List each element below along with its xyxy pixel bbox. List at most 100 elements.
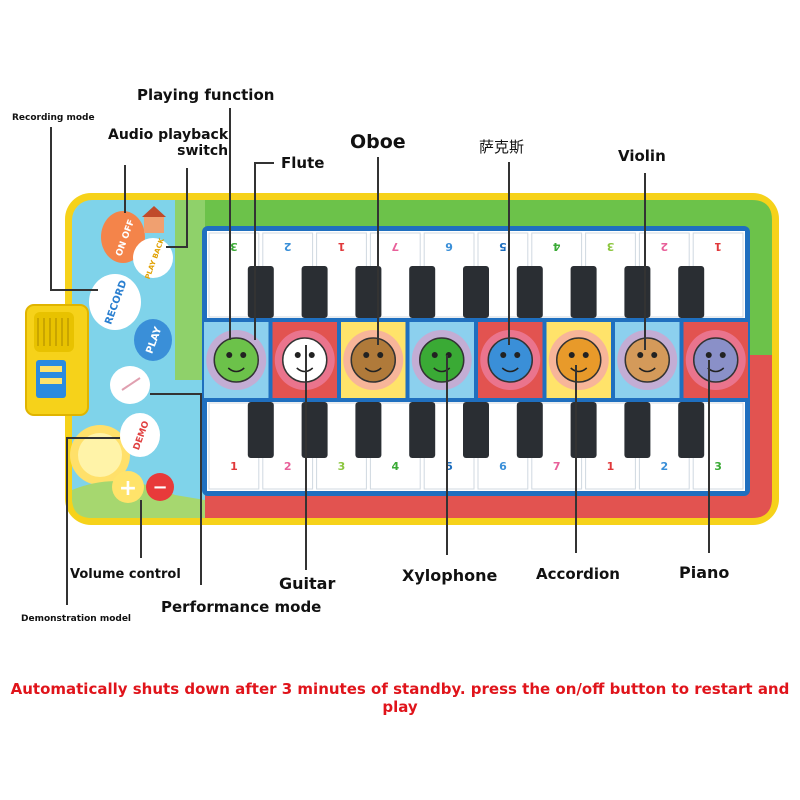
leader-demo-h: [66, 437, 120, 439]
top-key-number: 7: [391, 240, 399, 253]
top-key-number: 6: [445, 240, 453, 253]
bottom-black-key[interactable]: [409, 402, 436, 458]
top-black-key[interactable]: [409, 266, 436, 318]
animal-eye: [651, 352, 658, 358]
bottom-key-number: 3: [338, 460, 346, 473]
lion-icon: [556, 337, 602, 383]
animal-mouth: [501, 367, 519, 373]
label-accordion: Accordion: [536, 565, 620, 583]
animal-mouth: [433, 367, 451, 373]
play-button[interactable]: PLAY: [134, 319, 172, 361]
top-key-number: 3: [230, 240, 238, 253]
label-audio-playback-line2: switch: [177, 143, 229, 159]
bear-icon: [624, 337, 670, 383]
bottom-key-number: 6: [499, 460, 507, 473]
leader-playback: [124, 165, 126, 213]
animal-eye: [363, 352, 370, 358]
leader-playback-2-h: [166, 246, 188, 248]
leader-sax: [508, 162, 510, 345]
bottom-black-key[interactable]: [301, 402, 328, 458]
leader-violin: [644, 173, 646, 350]
volume-up-button[interactable]: +: [112, 471, 144, 503]
label-demonstration-model: Demonstration model: [21, 614, 132, 624]
animal-eye: [500, 352, 507, 358]
bottom-key-number: 1: [230, 460, 238, 473]
svg-text:−: −: [152, 477, 167, 498]
on-off-button[interactable]: ON OFF: [101, 211, 145, 263]
svg-text:+: +: [119, 476, 137, 501]
bottom-black-key[interactable]: [516, 402, 543, 458]
label-oboe: Oboe: [350, 131, 406, 153]
sun-icon: [70, 425, 130, 485]
demo-button[interactable]: DEMO: [120, 413, 160, 457]
record-button[interactable]: RECORD: [89, 274, 141, 330]
crocodile-icon: [419, 337, 465, 383]
top-key-number: 5: [499, 240, 507, 253]
bottom-key-number: 2: [660, 460, 668, 473]
animal-mouth: [570, 367, 588, 373]
top-black-key[interactable]: [247, 266, 274, 318]
bottom-key-number: 2: [284, 460, 292, 473]
label-audio-playback: Audio playback switch: [108, 127, 228, 159]
bottom-black-key[interactable]: [678, 402, 705, 458]
bottom-black-key[interactable]: [247, 402, 274, 458]
bottom-key-number: 7: [553, 460, 561, 473]
leader-performance: [200, 393, 202, 585]
bottom-black-key[interactable]: [624, 402, 651, 458]
top-key-number: 3: [607, 240, 615, 253]
bottom-key-number: 1: [607, 460, 615, 473]
bottom-black-key[interactable]: [355, 402, 382, 458]
label-recording-mode: Recording mode: [12, 113, 95, 123]
top-key-number: 2: [284, 240, 292, 253]
animal-mouth: [364, 367, 382, 373]
label-performance-mode: Performance mode: [161, 598, 322, 616]
monkey-icon: [350, 337, 396, 383]
bottom-black-key[interactable]: [463, 402, 489, 458]
leader-recording-mode: [50, 127, 52, 290]
top-black-key[interactable]: [570, 266, 597, 318]
animal-eye: [294, 352, 301, 358]
leader-playback-2: [186, 168, 188, 246]
label-volume-control: Volume control: [70, 567, 181, 582]
top-black-key[interactable]: [678, 266, 705, 318]
bottom-black-key[interactable]: [570, 402, 597, 458]
top-key-number: 1: [338, 240, 346, 253]
leader-oboe: [377, 157, 379, 345]
animal-eye: [719, 352, 726, 358]
label-violin: Violin: [618, 147, 666, 165]
top-key-number: 1: [714, 240, 722, 253]
label-xylophone: Xylophone: [402, 566, 498, 585]
animal-mouth: [296, 367, 314, 373]
top-black-key[interactable]: [624, 266, 651, 318]
hippo-icon: [693, 337, 739, 383]
leader-accordion: [575, 365, 577, 553]
top-black-key[interactable]: [463, 266, 489, 318]
volume-down-button[interactable]: −: [146, 473, 174, 501]
label-flute: Flute: [281, 154, 325, 172]
zebra-icon: [282, 337, 328, 383]
leader-piano: [708, 360, 710, 553]
top-black-key[interactable]: [301, 266, 328, 318]
leader-guitar: [305, 345, 307, 570]
top-black-key[interactable]: [355, 266, 382, 318]
animal-eye: [582, 352, 589, 358]
playback-button[interactable]: PLAY BACK: [133, 206, 173, 280]
elephant-icon: [487, 337, 533, 383]
performance-button[interactable]: [110, 366, 150, 404]
standby-warning: Automatically shuts down after 3 minutes…: [10, 680, 790, 716]
animal-eye: [226, 352, 233, 358]
label-audio-playback-line1: Audio playback: [108, 127, 229, 143]
speaker-box: [25, 304, 89, 416]
animal-eye: [431, 352, 438, 358]
label-piano: Piano: [679, 563, 730, 582]
leader-demo: [66, 437, 68, 605]
leader-volume: [140, 500, 142, 558]
leader-flute: [254, 162, 256, 340]
leader-playing-function: [229, 108, 231, 340]
black-keys: [247, 266, 705, 458]
top-black-key[interactable]: [516, 266, 543, 318]
leader-recording-mode-h: [50, 289, 98, 291]
frog-icon: [213, 337, 259, 383]
bottom-key-number: 4: [391, 460, 399, 473]
